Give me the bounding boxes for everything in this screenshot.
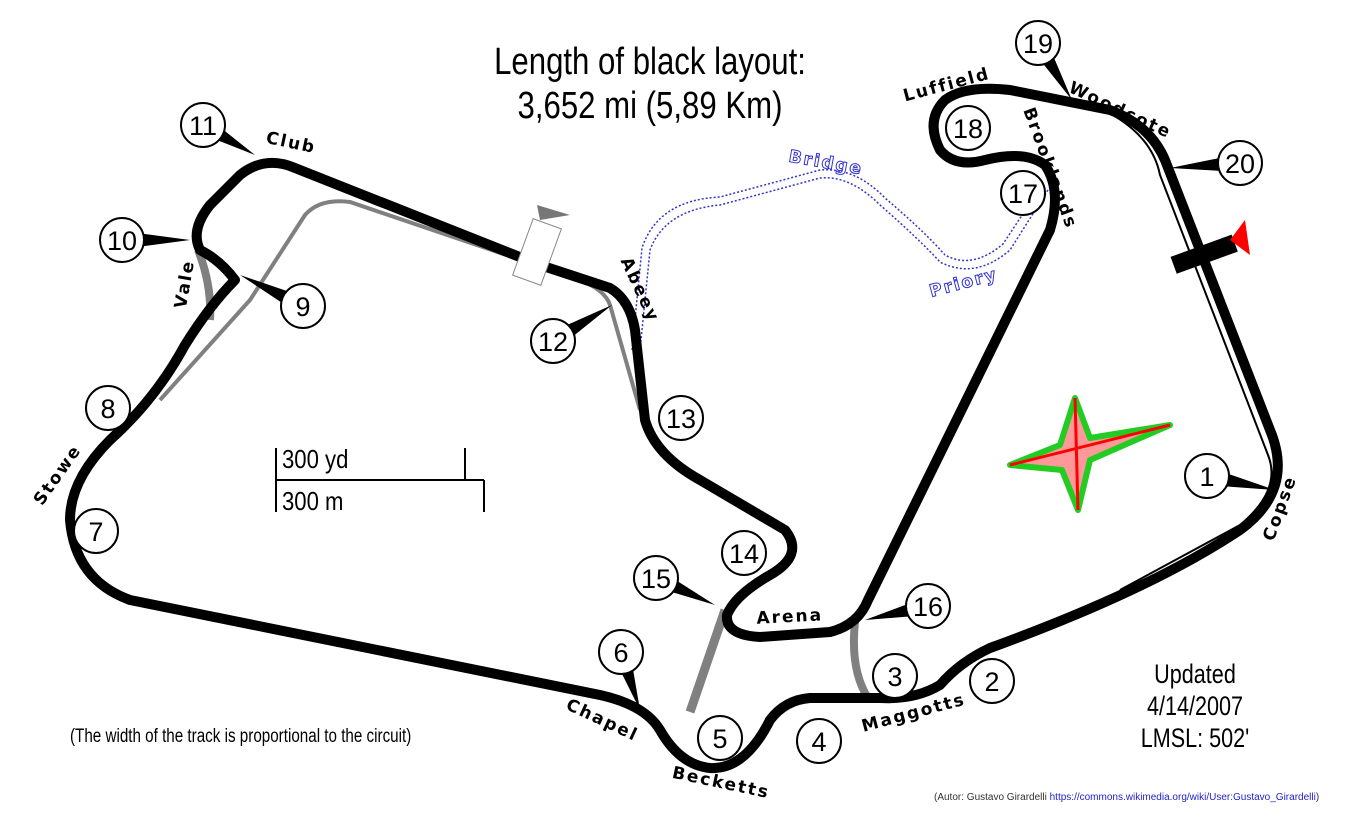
- corner-label-priory: Priory: [927, 264, 1000, 301]
- turn-number: 6: [613, 638, 628, 668]
- turn-number: 20: [1225, 149, 1255, 179]
- turn-circle: [99, 217, 145, 263]
- scale-yards: 300 yd: [282, 444, 349, 474]
- turn-circle: [85, 385, 131, 431]
- turn-circle: [945, 105, 991, 151]
- elevation: LMSL: 502': [1140, 723, 1250, 753]
- width-note: (The width of the track is proportional …: [70, 726, 412, 747]
- turn-number: 16: [913, 592, 943, 622]
- turn-13-marker: 13: [658, 395, 704, 441]
- turn-19-marker: 19: [1015, 20, 1072, 100]
- turn-circle: [697, 715, 743, 761]
- turn-number: 8: [100, 394, 115, 424]
- old-track-club-abbey: [158, 199, 642, 411]
- turn-number: 10: [107, 226, 137, 256]
- turn-circle: [280, 283, 326, 329]
- turn-number: 5: [712, 724, 727, 754]
- turn-circle: [905, 583, 951, 629]
- turn-circle: [598, 629, 644, 675]
- turn-8-marker: 8: [85, 385, 131, 431]
- turn-number: 13: [666, 404, 696, 434]
- compass-rose-icon: [1007, 395, 1173, 513]
- turn-6-marker: 6: [598, 629, 644, 710]
- turn-7-marker: 7: [73, 508, 119, 554]
- scale-bar: [275, 448, 485, 512]
- corner-label-woodcote: Woodcote: [1066, 78, 1175, 143]
- turn-17-marker: 17: [1000, 170, 1046, 216]
- turn-number: 12: [538, 327, 568, 357]
- turn-number: 15: [641, 564, 671, 594]
- turn-circle: [633, 555, 679, 601]
- turn-9-marker: 9: [240, 275, 326, 329]
- old-track-16: [849, 621, 872, 701]
- layout-length-title: Length of black layout: 3,652 mi (5,89 K…: [363, 40, 937, 128]
- update-info: Updated 4/14/2007 LMSL: 502': [1111, 658, 1279, 754]
- turn-20-marker: 20: [1170, 140, 1263, 186]
- start-finish-flag-right: [1170, 220, 1250, 274]
- author-link[interactable]: https://commons.wikimedia.org/wiki/User:…: [1049, 792, 1316, 803]
- turn-circle: [1184, 453, 1230, 499]
- turn-number: 11: [189, 111, 217, 141]
- turn-number: 18: [953, 114, 983, 144]
- turn-number: 2: [984, 667, 999, 697]
- credit: (Autor: Gustavo Girardelli https://commo…: [934, 792, 1319, 803]
- turn-circle: [1000, 170, 1046, 216]
- title-line-1: Length of black layout:: [494, 41, 806, 83]
- turn-15-marker: 15: [633, 555, 715, 605]
- updated-date: Updated 4/14/2007: [1146, 659, 1244, 721]
- credit-close: ): [1315, 792, 1320, 803]
- start-finish-flag-left: [512, 205, 570, 286]
- turn-circle: [1015, 20, 1061, 66]
- turn-number: 17: [1008, 179, 1038, 209]
- turn-16-marker: 16: [865, 583, 951, 629]
- turn-number: 3: [887, 662, 902, 692]
- corner-label-arena: Arena: [756, 605, 824, 628]
- turn-12-marker: 12: [530, 305, 612, 364]
- turn-circle: [530, 318, 576, 364]
- turn-14-marker: 14: [721, 530, 767, 576]
- turn-circle: [721, 530, 767, 576]
- turn-1-marker: 1: [1184, 453, 1275, 499]
- main-track: [65, 83, 1283, 774]
- turn-5-marker: 5: [697, 715, 743, 761]
- turn-2-marker: 2: [969, 658, 1015, 704]
- turn-number: 4: [811, 727, 826, 757]
- turn-circle: [73, 508, 119, 554]
- old-track-15: [685, 608, 730, 714]
- turn-number: 7: [88, 517, 103, 547]
- turn-circle: [796, 718, 842, 764]
- turn-number: 19: [1023, 29, 1053, 59]
- turn-11-marker: 11: [180, 102, 255, 155]
- turn-4-marker: 4: [796, 718, 842, 764]
- corner-label-abbey: Abeey: [616, 254, 663, 325]
- turn-circle: [658, 395, 704, 441]
- turn-circle: [1217, 140, 1263, 186]
- turn-circle: [969, 658, 1015, 704]
- bridge-road: [639, 176, 1049, 351]
- bridge-road-2: [631, 169, 1043, 351]
- turn-number: 14: [729, 539, 759, 569]
- title-line-2: 3,652 mi (5,89 Km): [517, 85, 783, 127]
- turn-circle: [872, 653, 918, 699]
- corner-label-vale: Vale: [171, 258, 199, 310]
- turn-3-marker: 3: [872, 653, 918, 699]
- turn-number: 9: [295, 292, 310, 322]
- corner-label-club: Club: [264, 128, 318, 158]
- turn-18-marker: 18: [945, 105, 991, 151]
- scale-meters: 300 m: [282, 486, 344, 516]
- author: (Autor: Gustavo Girardelli: [934, 792, 1047, 803]
- turn-10-marker: 10: [99, 217, 190, 263]
- corner-label-bridge: Bridge: [787, 147, 864, 180]
- turn-number: 1: [1199, 462, 1214, 492]
- turn-circle: [180, 102, 226, 148]
